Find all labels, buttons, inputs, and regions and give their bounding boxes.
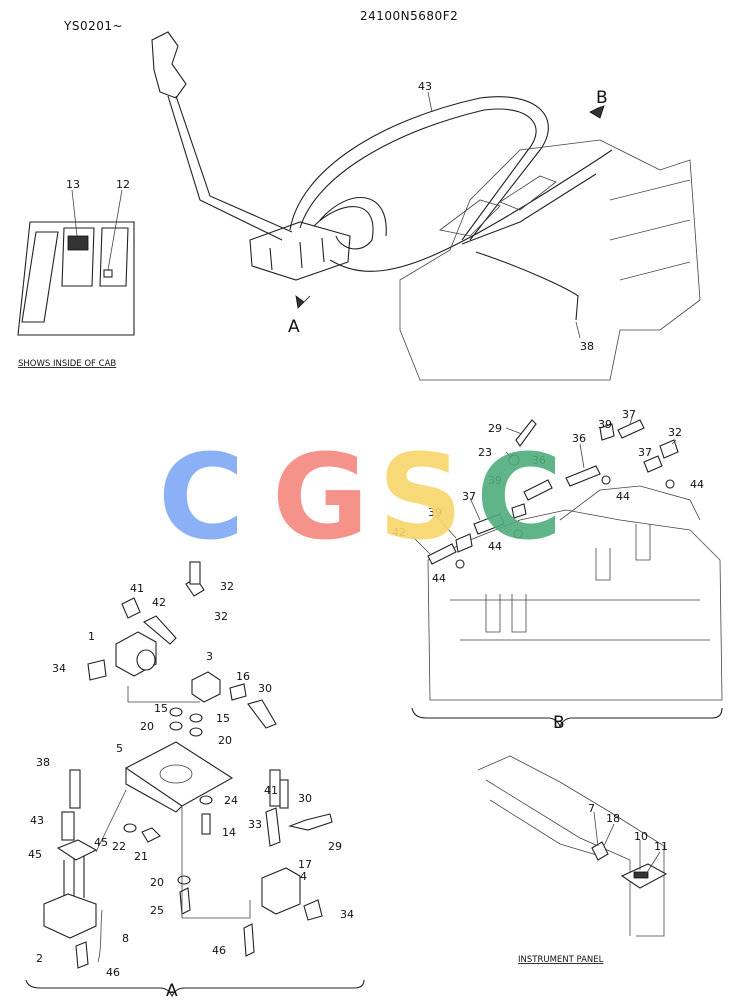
part-label: 15: [154, 702, 168, 715]
switch-11-icon: [633, 871, 649, 879]
cab-inside-view: 13 12 SHOWS INSIDE OF CAB: [17, 178, 135, 369]
watermark-letter: G: [272, 428, 369, 566]
part-label: 42: [152, 596, 166, 609]
watermark-letter: C: [476, 428, 563, 566]
part-label: 38: [580, 340, 594, 353]
part-label: 29: [488, 422, 502, 435]
part-label: 34: [340, 908, 354, 921]
part-label: 39: [598, 418, 612, 431]
view-b-arrow-icon: [589, 105, 605, 119]
part-label: 34: [52, 662, 66, 675]
part-label: 45: [94, 836, 108, 849]
watermark: C G S C: [158, 428, 563, 566]
detail-a-drawing: 41 32 42 32 1 34 3 16 30 15 15 20 20 5 2…: [25, 561, 365, 1000]
switch-13-icon: [67, 235, 89, 251]
part-label: 18: [606, 812, 620, 825]
part-label: 46: [106, 966, 120, 979]
part-label: 44: [690, 478, 704, 491]
instrument-panel-caption: INSTRUMENT PANEL: [518, 955, 604, 965]
part-label: 8: [122, 932, 129, 945]
part-label: 29: [328, 840, 342, 853]
part-label: 36: [532, 454, 546, 467]
part-label: 11: [654, 840, 668, 853]
part-label: 37: [462, 490, 476, 503]
instrument-panel-drawing: 7 18 10 11 INSTRUMENT PANEL: [477, 755, 668, 965]
cab-caption: SHOWS INSIDE OF CAB: [18, 359, 116, 369]
part-label: 33: [248, 818, 262, 831]
view-a-label: A: [166, 981, 178, 1000]
part-label: 1: [88, 630, 95, 643]
view-a-marker: A: [288, 317, 300, 337]
part-label: 23: [478, 446, 492, 459]
part-label: 16: [236, 670, 250, 683]
part-label: 24: [224, 794, 238, 807]
part-label: 38: [36, 756, 50, 769]
part-label: 39: [488, 474, 502, 487]
detail-b-drawing: 29 39 37 36 32 23 36 39 44 37 44 37 39 4…: [392, 408, 723, 733]
part-label: 32: [668, 426, 682, 439]
part-label: 4: [300, 870, 307, 883]
part-label: 44: [488, 540, 502, 553]
view-a-arrow-icon: [295, 295, 311, 309]
part-label: 32: [220, 580, 234, 593]
part-label: 2: [36, 952, 43, 965]
part-label: 37: [638, 446, 652, 459]
part-label: 22: [112, 840, 126, 853]
overview-drawing: A B 43 38: [151, 31, 701, 381]
part-label: 20: [218, 734, 232, 747]
part-label: 21: [134, 850, 148, 863]
joystick-icon: [151, 31, 187, 99]
part-label: 32: [214, 610, 228, 623]
part-label: 15: [216, 712, 230, 725]
part-label: 45: [28, 848, 42, 861]
part-label: 43: [418, 80, 432, 93]
part-label: 41: [264, 784, 278, 797]
part-label: 20: [140, 720, 154, 733]
view-b-marker: B: [596, 88, 608, 108]
switch-12-icon: [103, 269, 113, 278]
part-label: 43: [30, 814, 44, 827]
view-b-label: B: [553, 713, 565, 733]
drawing-number: 24100N5680F2: [360, 9, 458, 23]
part-label: 44: [432, 572, 446, 585]
switch-18-icon: [591, 841, 609, 861]
part-label: 14: [222, 826, 236, 839]
part-label: 30: [298, 792, 312, 805]
watermark-letter: S: [378, 428, 463, 566]
part-label: 7: [588, 802, 595, 815]
part-label: 5: [116, 742, 123, 755]
part-label: 30: [258, 682, 272, 695]
part-label: 36: [572, 432, 586, 445]
part-label: 25: [150, 904, 164, 917]
watermark-letter: C: [158, 428, 245, 566]
part-label: 44: [616, 490, 630, 503]
part-label: 13: [66, 178, 80, 191]
part-label: 20: [150, 876, 164, 889]
part-label: 17: [298, 858, 312, 871]
part-label: 12: [116, 178, 130, 191]
serial-range-label: YS0201~: [63, 19, 123, 33]
part-label: 41: [130, 582, 144, 595]
part-label: 46: [212, 944, 226, 957]
part-label: 3: [206, 650, 213, 663]
part-label: 42: [392, 526, 406, 539]
part-label: 37: [622, 408, 636, 421]
part-label: 10: [634, 830, 648, 843]
part-label: 39: [428, 506, 442, 519]
